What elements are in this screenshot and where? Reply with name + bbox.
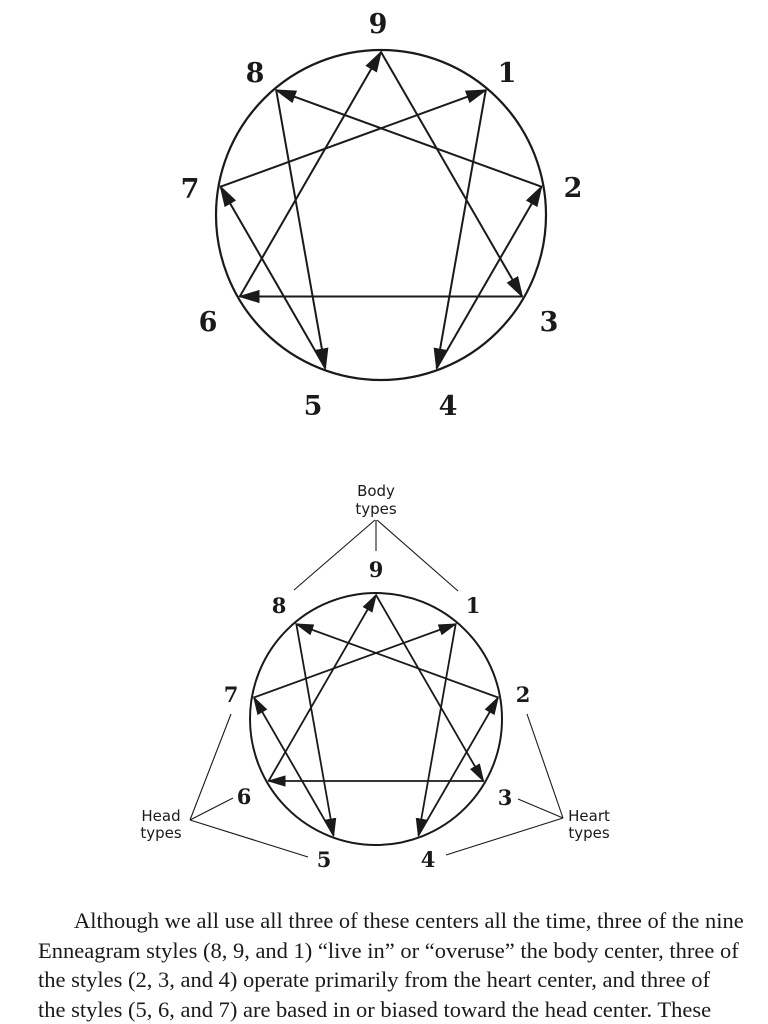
paragraph-line: Enneagram styles (8, 9, and 1) “live in”…	[38, 937, 739, 963]
body-connector-lines	[293, 519, 459, 592]
arrow-6-to-9	[238, 50, 383, 298]
arrow-2-to-8	[294, 623, 499, 699]
body-types-group: Body types	[293, 482, 459, 592]
point-label-9: 9	[369, 9, 388, 40]
arrow-2-to-8	[274, 89, 542, 188]
point-label-7: 7	[224, 682, 239, 707]
point-label-4: 4	[421, 847, 436, 872]
enneagram-circle	[214, 48, 548, 382]
body-types-label-line2: types	[355, 500, 397, 518]
point-label-1: 1	[498, 58, 517, 89]
point-label-7: 7	[181, 174, 200, 205]
point-label-5: 5	[304, 391, 323, 422]
heart-types-label-line1: Heart	[568, 807, 610, 825]
heart-types-label-line2: types	[568, 824, 610, 842]
paragraph-line: the styles (5, 6, and 7) are based in or…	[38, 996, 712, 1022]
point-label-6: 6	[237, 784, 252, 809]
paragraph-line: Although we all use all three of these c…	[74, 908, 744, 933]
point-label-1: 1	[466, 593, 481, 618]
point-label-2: 2	[564, 173, 583, 204]
arrow-1-to-4	[433, 89, 487, 371]
arrow-4-to-2	[435, 184, 543, 369]
arrow-8-to-5	[295, 623, 337, 838]
point-label-2: 2	[516, 682, 531, 707]
body-paragraph: Although we all use all three of these c…	[38, 906, 744, 1024]
arrow-4-to-2	[417, 695, 500, 836]
arrow-8-to-5	[275, 89, 329, 371]
arrow-1-to-4	[415, 623, 457, 838]
body-types-label-line1: Body	[357, 482, 395, 500]
point-label-8: 8	[246, 58, 265, 89]
arrow-9-to-3	[375, 594, 485, 783]
paragraph-line: the styles (2, 3, and 4) operate primari…	[38, 967, 710, 992]
head-types-group: Head types	[140, 713, 309, 858]
head-types-label-line2: types	[140, 824, 182, 842]
point-label-3: 3	[498, 785, 513, 810]
arrow-5-to-7	[219, 184, 327, 369]
point-label-9: 9	[369, 557, 384, 582]
heart-connector-lines	[445, 713, 564, 856]
arrow-7-to-1	[253, 623, 458, 699]
enneagram-diagram-centers: 9 1 2 3 4 5 6 7 8 Body types Heart types	[140, 482, 610, 872]
arrow-5-to-7	[252, 695, 335, 836]
heart-types-group: Heart types	[445, 713, 610, 856]
head-types-label-line1: Head	[141, 807, 180, 825]
enneagram-diagram-large: 9 1 2 3 4 5 6 7 8	[181, 9, 583, 422]
point-label-8: 8	[272, 593, 287, 618]
arrow-7-to-1	[220, 89, 488, 188]
point-label-6: 6	[199, 307, 218, 338]
enneagram-arrows	[219, 50, 543, 371]
point-label-5: 5	[317, 847, 332, 872]
arrow-6-to-9	[267, 593, 377, 782]
point-label-4: 4	[439, 391, 458, 422]
arrow-9-to-3	[380, 51, 524, 299]
point-label-3: 3	[540, 307, 559, 338]
enneagram-arrows	[252, 593, 500, 838]
head-connector-lines	[189, 713, 309, 858]
enneagram-circle	[249, 592, 503, 846]
